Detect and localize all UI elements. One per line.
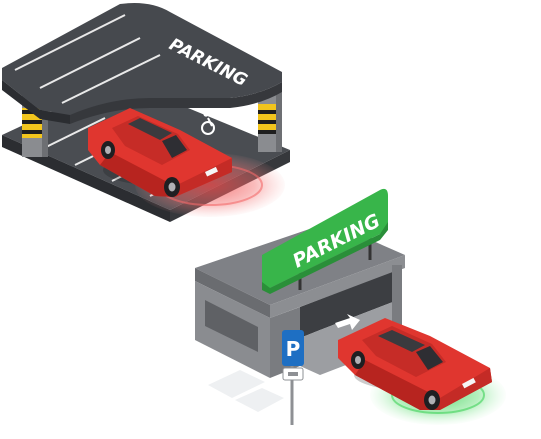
- red-car-top: [88, 108, 232, 197]
- upper-deck-stripes: [14, 14, 161, 104]
- top-garage: PARKING: [2, 3, 290, 222]
- post-sign-letter: P: [286, 337, 301, 361]
- right-pillar: [258, 92, 282, 152]
- p-parking-post-sign: P: [282, 330, 304, 425]
- red-car-bottom: [338, 318, 492, 410]
- garage-entrance: [300, 270, 398, 338]
- sidewalk-tiles: [208, 370, 284, 412]
- wheelchair-icon: [201, 111, 215, 135]
- upper-deck: [2, 3, 282, 115]
- entry-arrow: [335, 314, 360, 330]
- bottom-garage: PARKING P: [195, 188, 506, 425]
